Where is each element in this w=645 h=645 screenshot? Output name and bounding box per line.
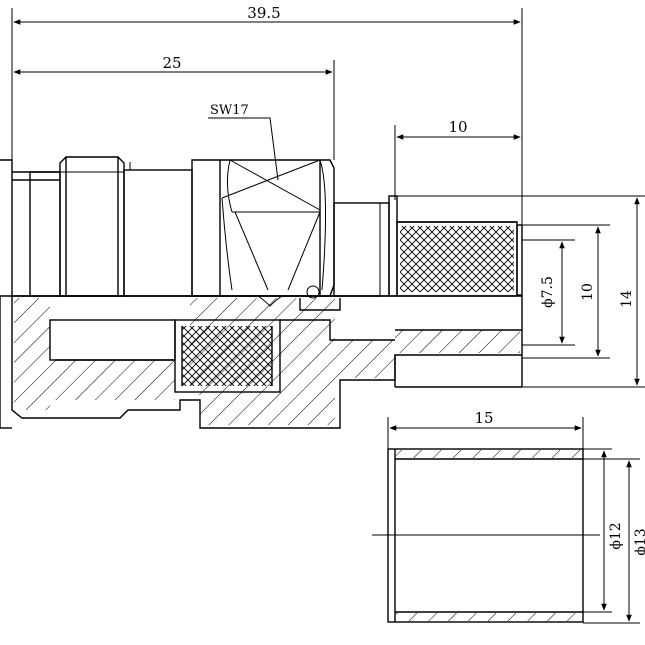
dimension-inner-diameter: ϕ7.5 xyxy=(522,239,575,346)
dimension-body-length-label: 25 xyxy=(162,54,181,72)
dimension-inner-diameter-label: ϕ7.5 xyxy=(540,276,556,308)
dimension-ferrule-height-label: 10 xyxy=(580,283,596,301)
wrench-size-label: SW17 xyxy=(210,103,249,118)
dimension-sleeve-length: 15 xyxy=(387,409,584,450)
dimension-overall-length: 39.5 xyxy=(11,4,523,225)
dimension-outer-height-label: 14 xyxy=(619,290,635,308)
dimension-ferrule-height: 10 xyxy=(522,224,610,359)
connector-exterior-view xyxy=(0,156,523,299)
dimension-sleeve-length-label: 15 xyxy=(474,409,493,427)
dimension-ferrule-length-label: 10 xyxy=(448,118,467,136)
dimension-sleeve-diameter: ϕ12 xyxy=(583,448,624,613)
dimension-sleeve-outer-diameter: ϕ13 xyxy=(583,458,645,624)
dimension-body-length: 25 xyxy=(13,54,335,160)
sleeve-view xyxy=(372,448,600,623)
dimension-wrench-size: SW17 xyxy=(208,103,279,181)
dimension-sleeve-diameter-label: ϕ12 xyxy=(608,522,624,549)
connector-section-view xyxy=(0,295,523,429)
dimension-sleeve-outer-diameter-label: ϕ13 xyxy=(633,528,645,555)
dimension-overall-length-label: 39.5 xyxy=(247,4,280,22)
dimension-ferrule-length: 10 xyxy=(394,118,521,200)
